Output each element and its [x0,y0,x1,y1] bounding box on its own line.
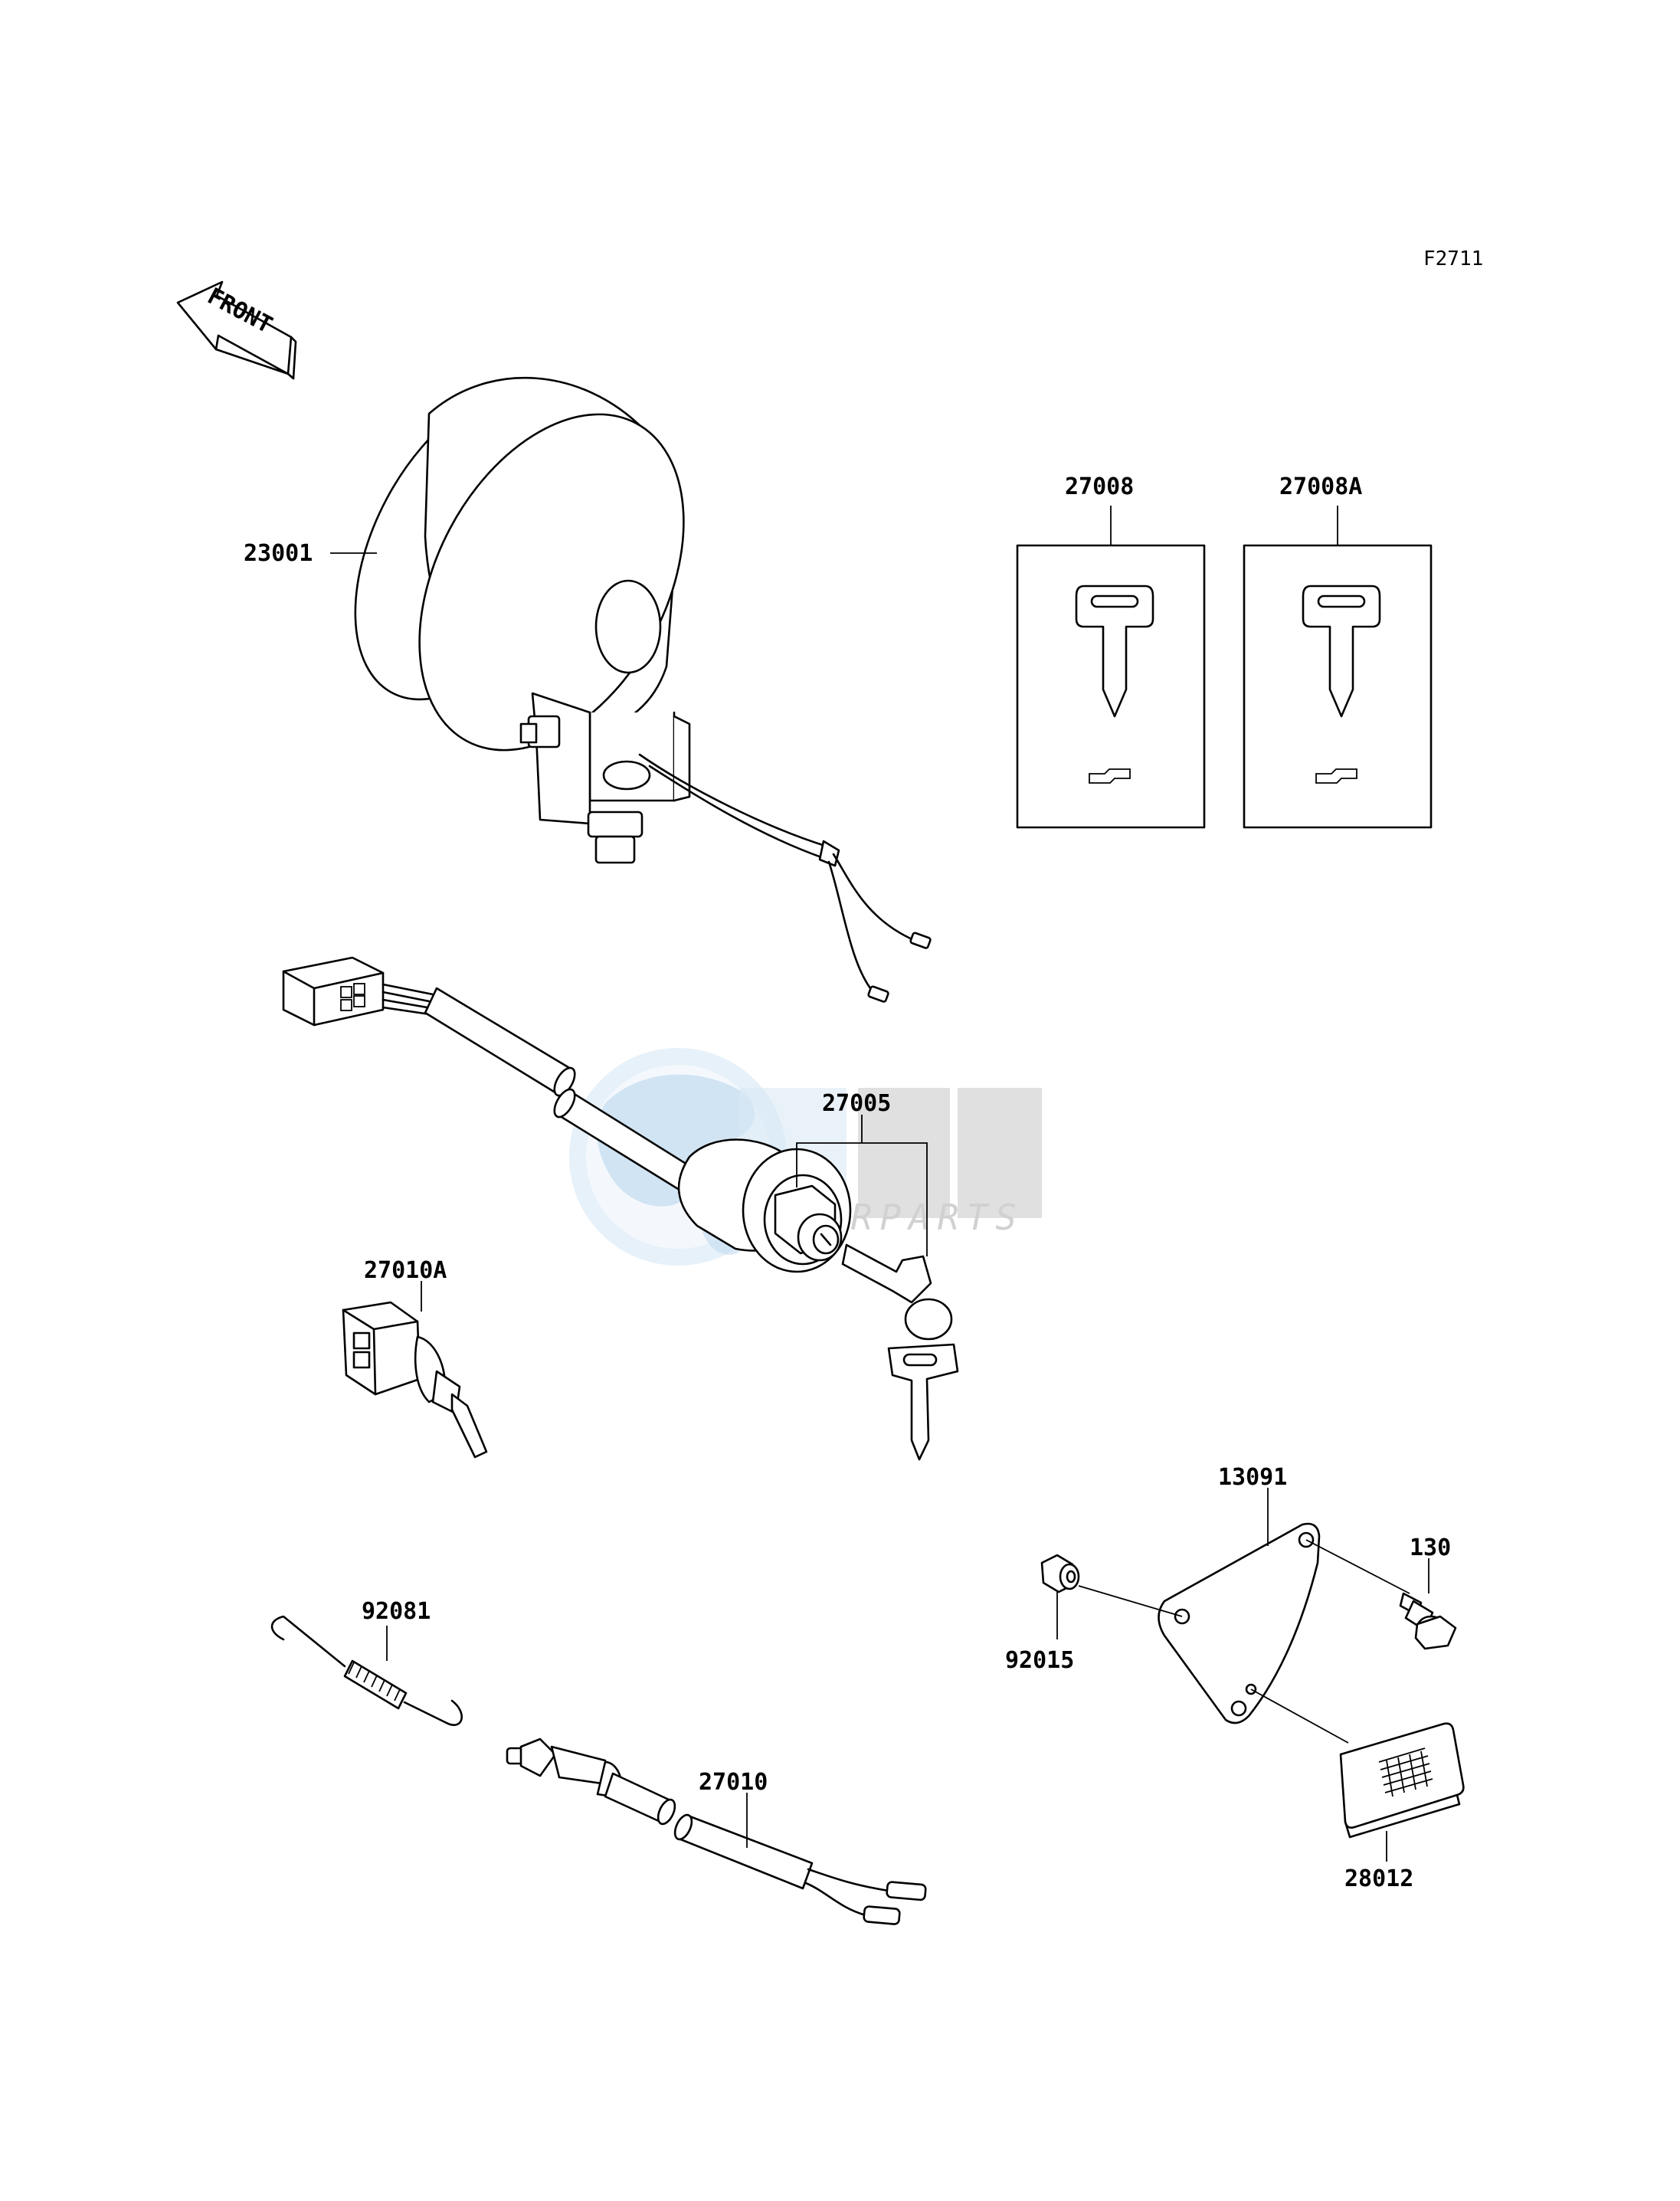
bolt-130 [1399,1558,1457,1650]
callout-27010: 27010 [699,1769,768,1796]
figure-code: F2711 [1423,247,1483,270]
callout-27005: 27005 [822,1090,891,1117]
callout-28012: 28012 [1344,1865,1413,1892]
callout-13091: 13091 [1218,1464,1287,1491]
key-blank-card-left [1016,506,1206,829]
front-arrow-icon: FRONT [176,280,297,380]
front-arrow-label: FRONT [203,283,277,339]
ignition-switch-assembly [282,956,959,1461]
spring-92081 [270,1615,463,1726]
callout-130: 130 [1410,1534,1451,1561]
bracket-13091 [1078,1488,1410,1744]
callout-92015: 92015 [1005,1647,1074,1674]
callout-27008: 27008 [1065,473,1134,500]
label-plate-28012 [1339,1722,1465,1862]
switch-27010A [342,1281,488,1459]
switch-27010 [506,1738,927,1925]
callout-27010A: 27010A [364,1257,447,1284]
callout-92081: 92081 [362,1598,431,1625]
callout-27008A: 27008A [1279,473,1362,500]
key-blank-card-right [1243,506,1433,829]
headlight-assembly [354,377,932,1003]
nut-92015 [1040,1554,1080,1639]
callout-23001: 23001 [244,540,313,567]
